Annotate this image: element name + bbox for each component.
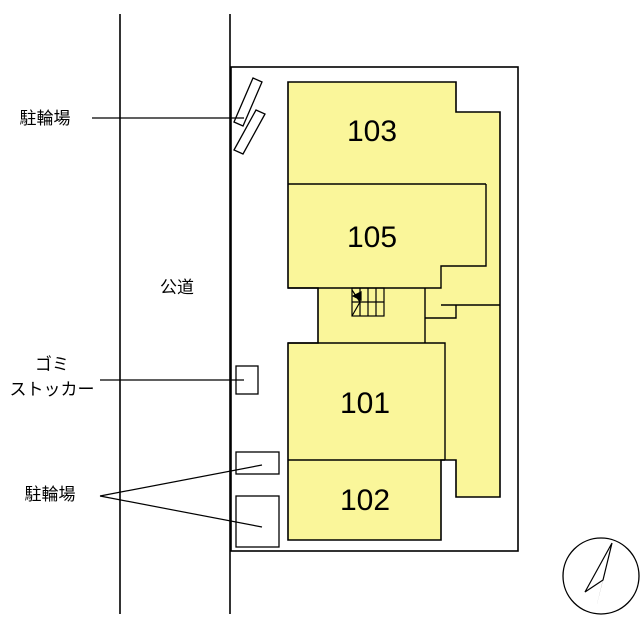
building-outline xyxy=(287,81,501,541)
public-road: 公道 xyxy=(119,14,231,614)
bike-parking-bottom-small xyxy=(235,451,280,475)
unit-label-105: 105 xyxy=(347,221,397,254)
property-boundary xyxy=(230,66,519,552)
staircase xyxy=(351,287,385,317)
bike-parking-bottom-leaders xyxy=(99,464,263,528)
unit-label-103: 103 xyxy=(347,115,397,148)
unit-divisions xyxy=(288,183,500,461)
road-label: 公道 xyxy=(160,278,194,298)
garbage-stocker-label-line1: ゴミ xyxy=(35,354,69,375)
garbage-stocker-label-line2: ストッカー xyxy=(10,380,95,400)
unit-label-101: 101 xyxy=(340,387,390,420)
bike-parking-bottom-label: 駐輪場 xyxy=(25,485,76,505)
north-arrow-icon xyxy=(562,537,640,615)
unit-label-102: 102 xyxy=(340,484,390,517)
bike-parking-bottom-large xyxy=(235,495,280,548)
bike-parking-top-label: 駐輪場 xyxy=(20,109,71,129)
bike-parking-top xyxy=(233,77,266,155)
